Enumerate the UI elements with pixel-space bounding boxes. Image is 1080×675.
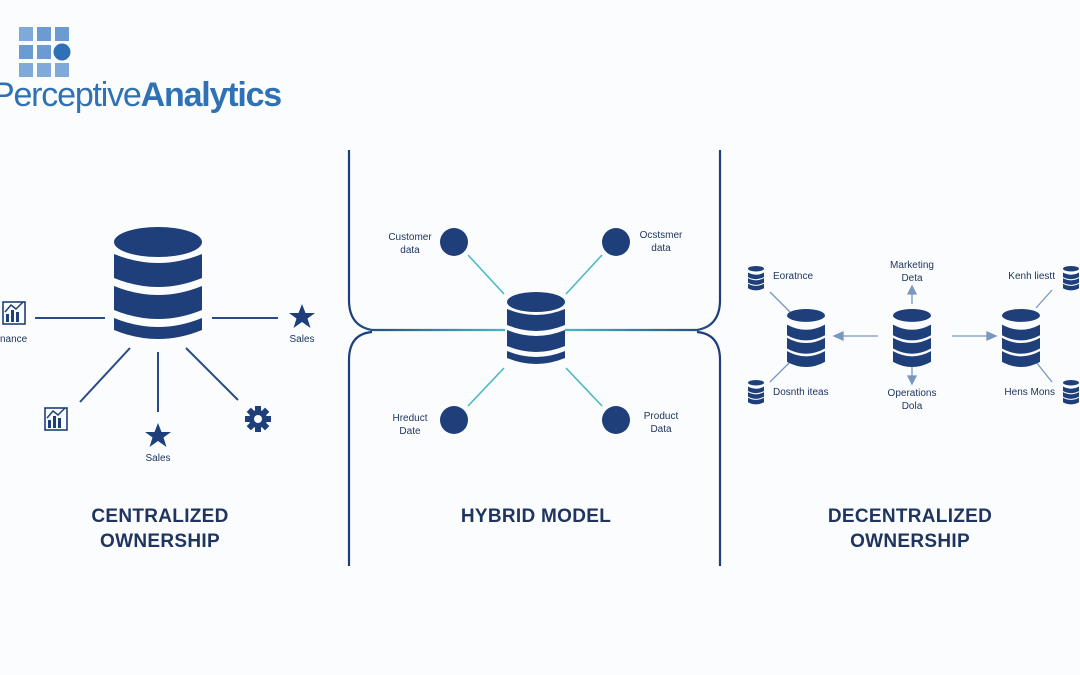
decentral-label-bottom-left: Dosnth iteas [773,387,829,398]
centralized-title: CENTRALIZED OWNERSHIP [91,504,228,554]
database-icon-small [1063,380,1079,405]
hybrid-label-top-left: Customer data [388,231,431,257]
database-icon-finance-hub [787,309,825,367]
hybrid-connectors [467,254,603,407]
hybrid-node-top-right [602,228,630,256]
hybrid-label-bottom-left: Hreduct Date [392,412,427,438]
decentral-label-top-right: Kenh liestt [1008,271,1055,282]
decentral-label-operations: Operations Dola [888,387,937,413]
decentral-label-marketing-line1: Marketing [890,260,934,271]
database-icon-center [893,309,931,367]
database-icon-small [748,380,764,405]
star-icon [289,304,315,328]
hybrid-label-bottom-right-line1: Product [643,411,679,422]
hybrid-database-icon [507,292,565,364]
decentral-label-marketing-line2: Deta [901,273,923,284]
central-database-icon [114,227,202,339]
logo-prefix: Perceptive [0,76,142,114]
hybrid-label-top-right-line1: Ocstsmer [639,230,683,241]
star-icon [145,423,171,447]
decentral-label-marketing: Marketing Deta [890,259,934,285]
hybrid-label-bottom-right-line2: Data [650,424,672,435]
bar-chart-icon [2,301,26,325]
centralized-title-line2: OWNERSHIP [100,531,220,552]
hybrid-node-bottom-right [602,406,630,434]
hybrid-label-top-left-line1: Customer [388,232,432,243]
decentralized-title: DECENTRALIZED OWNERSHIP [828,504,992,554]
logo-mark [19,27,71,77]
decentralized-connectors [769,284,1053,386]
hybrid-node-bottom-left [440,406,468,434]
hybrid-label-top-right-line2: data [651,243,671,254]
hybrid-label-bottom-left-line1: Hreduct [392,413,428,424]
hybrid-title: HYBRID MODEL [460,506,612,527]
sales-label-right: Sales [289,334,315,345]
logo-wordmark: PerceptiveAnalytics [0,76,283,115]
sales-label-bottom: Sales [145,453,171,464]
decentralized-title-line1: DECENTRALIZED [827,506,993,527]
hybrid-node-top-left [440,228,468,256]
decentral-label-operations-line2: Dola [901,401,923,412]
decentralized-databases [748,266,1079,405]
centralized-title-line1: CENTRALIZED [91,506,229,527]
finance-label: nance [0,334,28,345]
logo-suffix: Analytics [140,76,283,114]
gear-icon [245,406,271,432]
hybrid-label-bottom-left-line2: Date [399,426,421,437]
decentral-label-bottom-right: Hens Mons [1004,387,1055,398]
database-icon-right-hub [1002,309,1040,367]
hybrid-label-bottom-right: Product Data [644,410,678,436]
database-icon-small [1063,266,1079,291]
hybrid-label-top-left-line2: data [400,245,420,256]
database-icon-small [748,266,764,291]
centralized-connectors [35,317,278,412]
bar-chart-icon [44,407,68,431]
hybrid-label-top-right: Ocstsmer data [640,229,683,255]
decentral-label-top-left: Eoratnce [773,271,814,282]
hybrid-frame [347,150,722,566]
decentralized-title-line2: OWNERSHIP [850,531,970,552]
decentral-label-operations-line1: Operations [887,388,937,399]
